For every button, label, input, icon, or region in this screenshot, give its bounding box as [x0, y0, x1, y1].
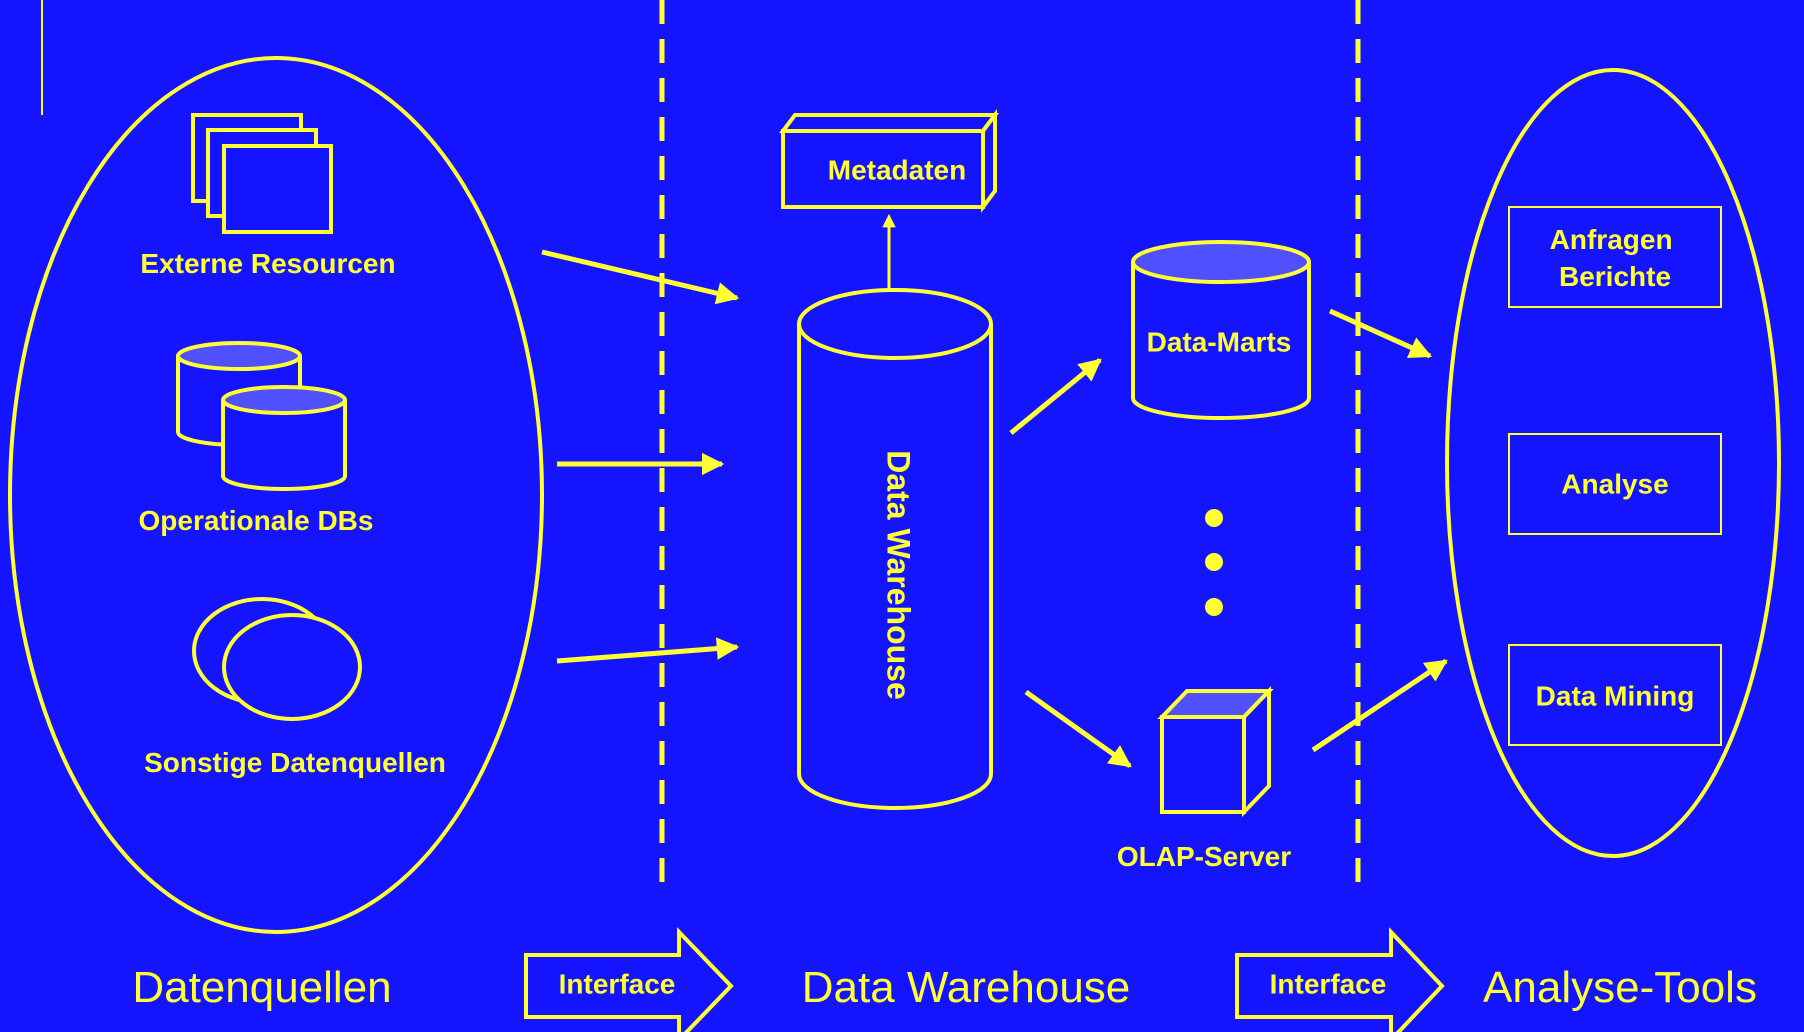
- ellipsis-dots: [1205, 509, 1223, 616]
- tool-queries-line2: Berichte: [1559, 261, 1671, 292]
- tools-title: Analyse-Tools: [1483, 963, 1757, 1012]
- interface-arrow-right: Interface: [1235, 926, 1445, 1032]
- tool-analysis-label: Analyse: [1561, 468, 1668, 499]
- arrow-external-to-warehouse: [541, 249, 740, 305]
- warehouse-cylinder: Data Warehouse: [797, 288, 993, 810]
- datamarts-cylinder: Data-Marts: [1131, 240, 1311, 420]
- tool-queries-line1: Anfragen: [1550, 224, 1673, 255]
- overlapping-ellipses-icon: [192, 597, 362, 721]
- metadata-label: Metadaten: [828, 154, 966, 185]
- interface-right-label: Interface: [1270, 968, 1387, 999]
- arrow-datamarts-to-tools: [1328, 308, 1433, 359]
- tool-box-analysis: Analyse: [1508, 433, 1722, 535]
- sources-ellipse: [8, 56, 544, 934]
- source-label-external: Externe Resourcen: [140, 248, 395, 279]
- olap-label: OLAP-Server: [1117, 841, 1291, 872]
- olap-cube-icon: [1157, 686, 1274, 817]
- interface-arrow-left: Interface: [524, 927, 734, 1032]
- source-label-other: Sonstige Datenquellen: [144, 747, 446, 778]
- arrow-olap-to-tools: [1311, 658, 1448, 753]
- metadata-box: Metadaten: [779, 109, 999, 213]
- svg-text:Anfragen Berichte: Anfragen Berichte: [1550, 224, 1681, 292]
- warehouse-title: Data Warehouse: [802, 963, 1131, 1012]
- interface-left-label: Interface: [559, 968, 676, 999]
- warehouse-cylinder-label: Data Warehouse: [881, 450, 917, 700]
- tool-box-datamining: Data Mining: [1508, 644, 1722, 746]
- stacked-documents-icon: [191, 113, 333, 234]
- arrow-warehouse-to-olap: [1024, 689, 1132, 769]
- source-label-operational: Operationale DBs: [139, 505, 374, 536]
- arrow-other-to-warehouse: [556, 637, 740, 664]
- tools-ellipse: [1445, 68, 1781, 858]
- database-cylinders-icon: [176, 341, 347, 491]
- sources-title: Datenquellen: [132, 963, 391, 1012]
- tool-datamining-label: Data Mining: [1536, 680, 1695, 711]
- tool-box-queries: Anfragen Berichte: [1508, 206, 1722, 308]
- datamarts-label: Data-Marts: [1147, 326, 1292, 357]
- arrow-warehouse-to-datamarts: [1009, 358, 1102, 435]
